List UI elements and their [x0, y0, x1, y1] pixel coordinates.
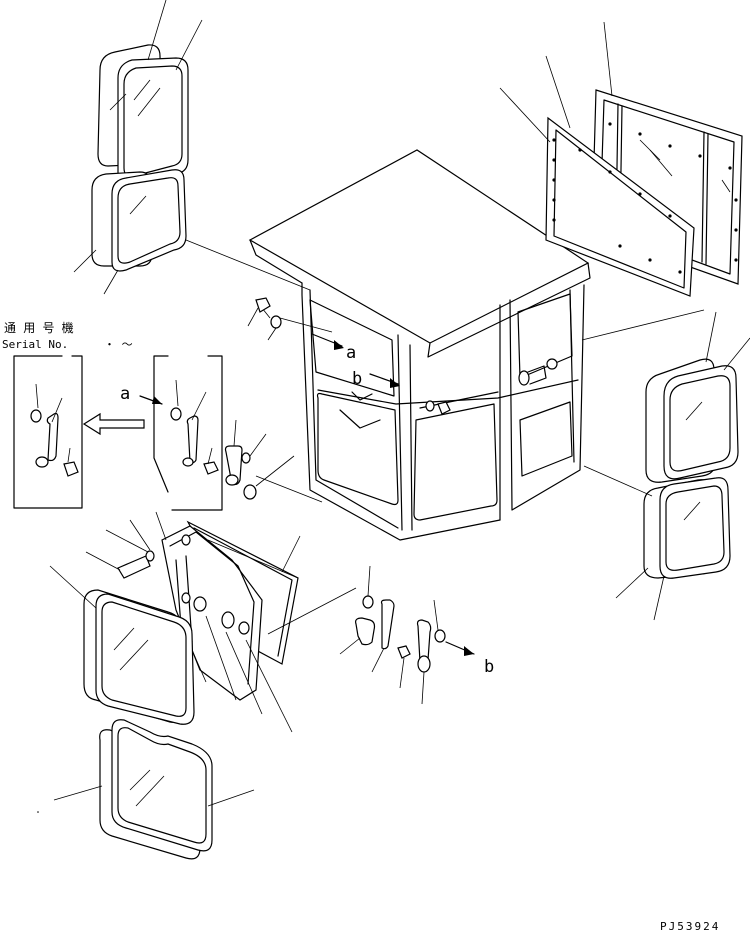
front-door-frame: [85, 455, 301, 733]
serial-label-en: Serial No.: [2, 338, 68, 351]
view-label-b-cab: b: [352, 369, 362, 389]
right-side-windows: [581, 309, 750, 621]
left-upper-windows: [73, 0, 311, 295]
cab-body: [248, 149, 591, 541]
cab-roof: [248, 149, 590, 344]
rear-window-assembly: [499, 21, 743, 297]
view-label-b-bracket: b: [484, 657, 494, 677]
lower-left-windows: [37, 565, 255, 860]
serial-detail-box: [13, 355, 145, 509]
drawing-number: PJ53924: [660, 920, 720, 932]
view-arrow: [82, 412, 145, 436]
serial-range: ・ 〜: [104, 338, 133, 351]
door-latch-parts: [267, 565, 475, 705]
view-label-a-left: a: [120, 384, 130, 404]
latch-parts: [224, 297, 333, 503]
serial-label-jp: 通 用 号 機: [4, 320, 74, 335]
view-label-a-cab: a: [346, 343, 356, 363]
view-a-bracket: [139, 355, 223, 511]
